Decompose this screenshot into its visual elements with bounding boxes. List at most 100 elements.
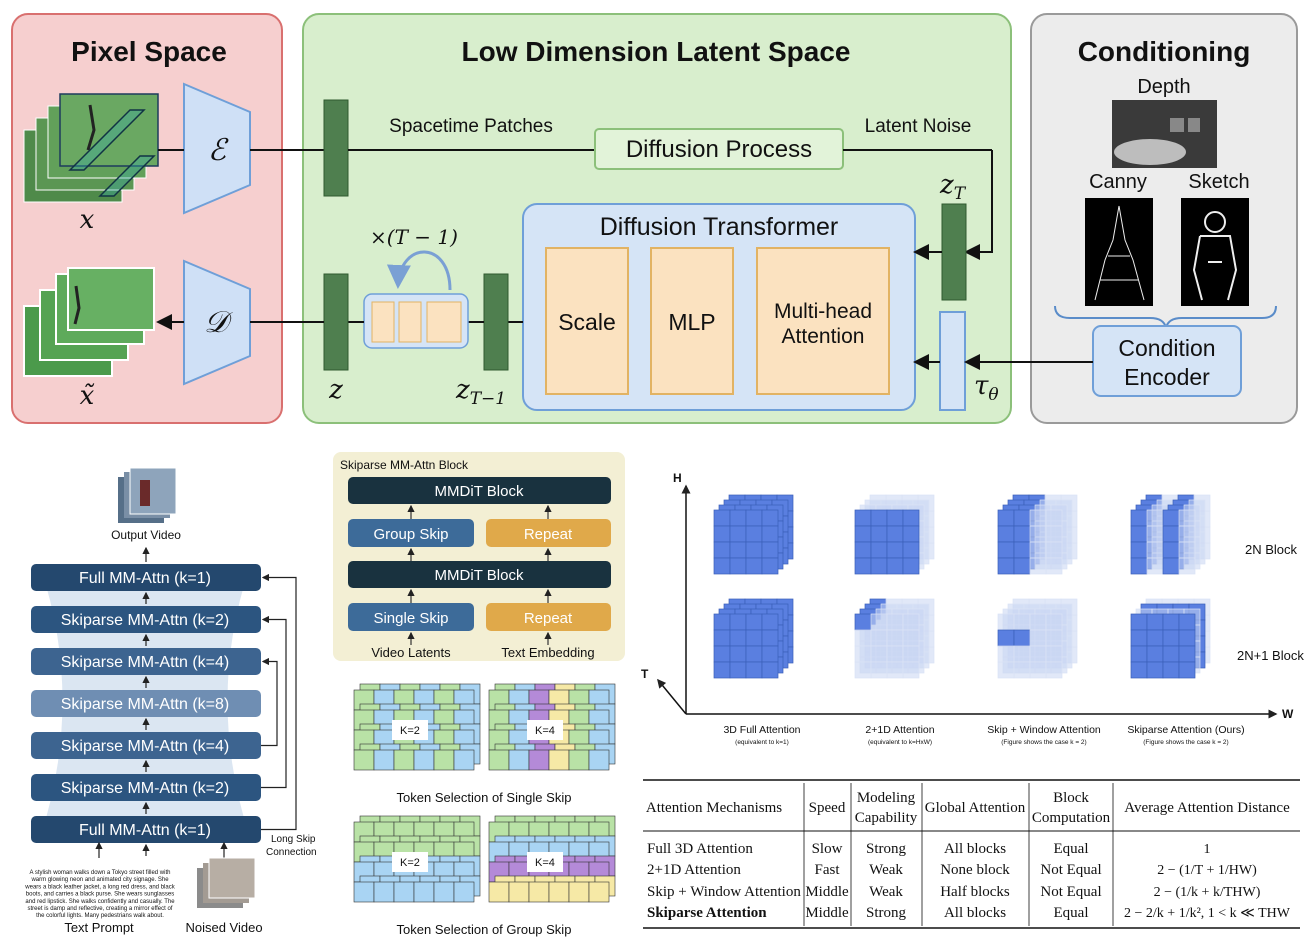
mha-block <box>756 247 890 395</box>
attention-voxel <box>1162 557 1180 575</box>
input-video-image <box>23 93 159 203</box>
attention-voxel <box>1029 613 1047 631</box>
attention-voxel <box>1045 613 1063 631</box>
attention-voxel <box>729 541 747 559</box>
zT1-label: zT−1 <box>455 375 506 409</box>
attention-voxel <box>729 557 747 575</box>
table-cell-speed: Slow <box>812 841 843 857</box>
group-skip-label: Group Skip <box>373 526 448 543</box>
zT-label: zT <box>939 170 967 204</box>
group-skip-caption: Token Selection of Group Skip <box>397 922 572 937</box>
token-cell <box>588 749 610 771</box>
prompt-line: the colorful lights. Many pedestrians wa… <box>36 913 164 919</box>
attention-voxel <box>902 661 920 679</box>
attention-voxel <box>761 557 779 575</box>
attention-voxel <box>761 645 779 663</box>
repeat-arrow <box>386 250 452 291</box>
attention-voxel <box>854 557 872 575</box>
layer-box <box>31 690 261 717</box>
attention-voxel <box>1130 613 1148 631</box>
token-cell <box>488 881 510 903</box>
attention-voxel <box>1146 613 1164 631</box>
layer-box <box>31 564 261 591</box>
attention-voxel <box>761 629 779 647</box>
attention-voxel <box>902 557 920 575</box>
attention-voxel <box>745 525 763 543</box>
noised-video-label: Noised Video <box>185 920 262 935</box>
long-skip-label-2: Connection <box>266 847 317 858</box>
token-cell <box>548 749 570 771</box>
table-cell-speed: Middle <box>805 884 849 900</box>
tau-label: τθ <box>974 371 999 405</box>
conditioning-title: Conditioning <box>1078 36 1251 67</box>
attention-voxel <box>870 509 888 527</box>
axis-t-label: T <box>641 667 649 681</box>
attention-voxel <box>745 629 763 647</box>
th-speed: Speed <box>809 800 846 816</box>
attention-voxel <box>854 661 872 679</box>
attention-voxel <box>1178 661 1196 679</box>
attention-voxel <box>1029 661 1047 679</box>
attention-voxel <box>1162 629 1180 647</box>
latent-bar-in <box>323 99 349 197</box>
layer-label: Full MM-Attn (k=1) <box>79 570 211 587</box>
spacetime-patches-label: Spacetime Patches <box>389 116 553 137</box>
attention-voxel <box>1130 525 1148 543</box>
layer-box <box>31 774 261 801</box>
layer-label: Skiparse MM-Attn (k=2) <box>61 780 229 797</box>
attention-voxel <box>745 645 763 663</box>
attention-voxel <box>729 629 747 647</box>
th-mech: Attention Mechanisms <box>646 800 782 816</box>
attention-voxel <box>886 661 904 679</box>
k-label-bg <box>392 720 428 740</box>
attention-voxel <box>1029 557 1047 575</box>
attention-voxel <box>1045 629 1063 647</box>
attention-voxel <box>854 629 872 647</box>
attention-voxel <box>902 613 920 631</box>
tau-bar <box>939 311 966 411</box>
attention-voxel <box>713 629 731 647</box>
token-cell <box>393 749 415 771</box>
attention-voxel <box>997 661 1015 679</box>
latent-noise-label: Latent Noise <box>865 116 972 137</box>
attention-voxel <box>1146 525 1164 543</box>
attention-voxel <box>886 613 904 631</box>
attention-voxel <box>870 525 888 543</box>
table-cell-avg: 2 − (1/T + 1/HW) <box>1157 863 1257 878</box>
attention-voxel <box>1029 525 1047 543</box>
token-cell <box>413 749 435 771</box>
mmdit-block-top-label: MMDiT Block <box>435 483 524 500</box>
axis-h-label: H <box>673 471 682 485</box>
layer-label: Skiparse MM-Attn (k=4) <box>61 654 229 671</box>
long-skip-connection <box>261 615 287 789</box>
token-cell <box>413 881 435 903</box>
attention-voxel <box>870 541 888 559</box>
th-block-1: Block <box>1053 790 1089 806</box>
latent-bar-zT1 <box>483 273 509 371</box>
attention-voxel <box>1130 557 1148 575</box>
table-cell-mech: Skiparse Attention <box>647 905 767 921</box>
attention-voxel <box>1178 557 1196 575</box>
attention-voxel <box>713 645 731 663</box>
k-label: K=4 <box>535 857 555 869</box>
cube-note: (Figure shows the case k = 2) <box>1001 739 1086 746</box>
attention-voxel <box>745 661 763 679</box>
mha-label-1: Multi-head <box>774 300 872 323</box>
attention-voxel <box>902 509 920 527</box>
scale-label: Scale <box>558 309 616 335</box>
attention-voxel <box>997 541 1015 559</box>
attention-voxel <box>1130 541 1148 559</box>
axis-w-label: W <box>1282 707 1294 721</box>
cube-label: 2+1D Attention <box>865 724 934 736</box>
attention-voxel <box>1045 509 1063 527</box>
token-cell <box>588 881 610 903</box>
table-cell-model: Strong <box>866 841 907 857</box>
table-cell-block: Not Equal <box>1040 862 1101 878</box>
k-label: K=2 <box>400 857 420 869</box>
table-cell-speed: Middle <box>805 905 849 921</box>
attention-voxel <box>1162 661 1180 679</box>
attention-voxel <box>713 557 731 575</box>
row-2n1-label: 2N+1 Block <box>1237 648 1304 663</box>
attention-voxel <box>1045 541 1063 559</box>
token-cell <box>433 749 455 771</box>
